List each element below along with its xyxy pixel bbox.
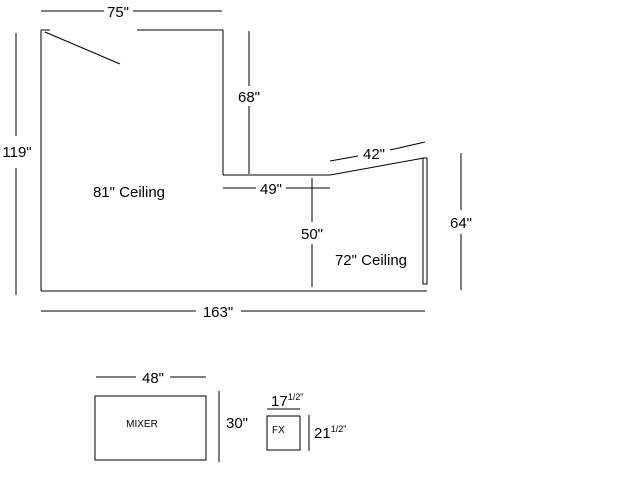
inner-drop-label: 68" [238, 89, 260, 106]
fx-width-whole: 17 [271, 393, 288, 410]
dim-angled-left [329, 155, 359, 162]
dim-angled-right [389, 141, 426, 151]
right-height-label: 64" [450, 215, 472, 232]
fx-width-label: 171/2" [271, 392, 303, 410]
fx-box [266, 415, 301, 451]
room-outline [40, 29, 428, 292]
mixer-width-label: 48" [142, 370, 164, 387]
fx-footprint: 171/2" FX 211/2" [266, 392, 346, 451]
fx-width-fraction: 1/2" [288, 392, 304, 402]
right-wall-window [422, 157, 428, 285]
top-width-label: 75" [107, 4, 129, 21]
fx-label: FX [272, 425, 285, 436]
step-height-label: 50" [301, 226, 323, 243]
angled-wall [329, 157, 425, 176]
left-height-label: 119" [2, 144, 31, 161]
bottom-width-label: 163" [203, 304, 233, 321]
mixer-box [94, 395, 207, 461]
angled-wall-label: 42" [363, 146, 385, 163]
dimension-lines [15, 10, 462, 312]
fx-depth-whole: 21 [314, 425, 331, 442]
fx-depth-label: 211/2" [314, 424, 346, 442]
mixer-label: MIXER [126, 419, 158, 430]
inner-ledge-label: 49" [260, 181, 282, 198]
door-swing [44, 31, 121, 65]
mixer-footprint: 48" MIXER 30" [94, 370, 248, 462]
mixer-depth-label: 30" [226, 415, 248, 432]
fx-depth-fraction: 1/2" [331, 424, 347, 434]
main-ceiling-label: 81" Ceiling [93, 184, 165, 201]
low-ceiling-label: 72" Ceiling [335, 252, 407, 269]
